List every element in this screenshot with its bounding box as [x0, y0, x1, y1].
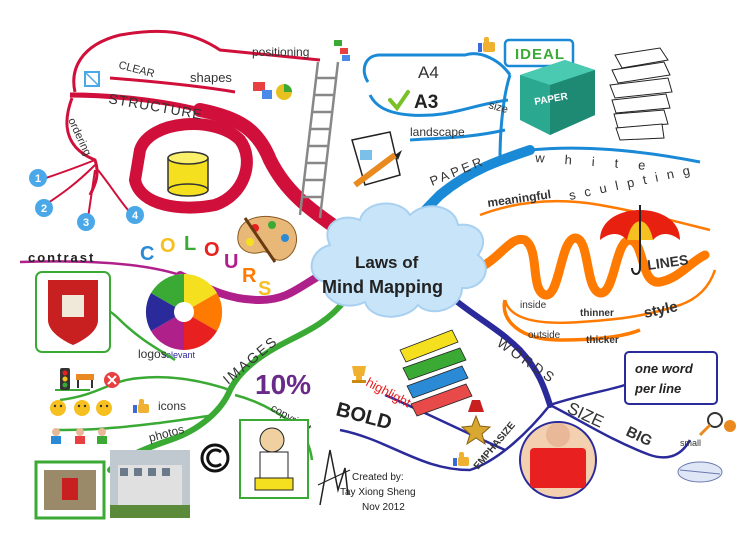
barrier-icon — [76, 374, 94, 388]
org-chart-icon — [334, 40, 350, 61]
ideal-badge: IDEAL — [503, 38, 575, 68]
lines-label: LINES — [646, 251, 689, 273]
ten-percent-label: 10% — [255, 369, 311, 400]
style-label: style — [642, 298, 679, 322]
traffic-light-icon — [60, 368, 70, 390]
check-icon — [388, 90, 410, 112]
clear-label: CLEAR — [117, 59, 156, 80]
structure-branch: STRUCTURE CLEAR shapes positioning order… — [39, 29, 367, 252]
people-icon — [51, 428, 107, 444]
one-word-line1: one word — [635, 361, 694, 376]
one-word-box: one word per line — [624, 351, 718, 405]
highlighters-icon — [399, 329, 473, 417]
cylinder-icon — [167, 151, 209, 197]
colours-letter-o1: O — [160, 235, 176, 257]
paper-stack-icon — [609, 47, 673, 141]
school-photo — [110, 450, 190, 518]
shapes-label: shapes — [190, 70, 232, 85]
cartoon-teacher — [239, 419, 309, 499]
number-2: 2 — [41, 203, 47, 215]
structure-label: STRUCTURE — [107, 90, 204, 122]
colours-letters: C O L O U R S — [140, 233, 271, 300]
colours-letter-r: R — [242, 265, 257, 287]
ladder-icon — [298, 61, 340, 219]
signature-icon — [317, 449, 351, 506]
ideal-label: IDEAL — [515, 46, 565, 63]
umbrella-icon — [600, 205, 680, 275]
number-bubbles: 1 2 3 4 — [29, 169, 144, 231]
paper-ream-icon: PAPER — [520, 60, 595, 135]
central-topic-line2: Mind Mapping — [322, 277, 443, 297]
crest-icon — [35, 271, 111, 353]
outside-label: outside — [528, 330, 561, 341]
highlight-label: highlight — [364, 374, 414, 410]
close-icon — [104, 372, 120, 388]
thumbs-up-icon-2 — [453, 452, 469, 466]
colours-letter-o2: O — [204, 239, 220, 261]
credit-line3: Nov 2012 — [362, 502, 405, 513]
credit-line2: Tay Xiong Sheng — [340, 487, 416, 498]
colours-letter-u: U — [224, 251, 238, 273]
smiley-icon — [50, 400, 112, 416]
icons-label: icons — [158, 399, 186, 413]
thinner-label: thinner — [580, 308, 614, 319]
medal-icon — [460, 400, 492, 446]
positioning-label: positioning — [252, 45, 309, 59]
magnifier-icon — [698, 412, 736, 437]
lines-branch: meaningful sculpting LINES inside thinne… — [470, 161, 717, 346]
bold-label: BOLD — [334, 399, 394, 435]
bug-icon — [677, 461, 723, 483]
thumbs-up-icon — [478, 37, 495, 52]
number-1: 1 — [35, 173, 41, 185]
words-label: WORDS — [494, 334, 559, 386]
credit-block: Created by: Tay Xiong Sheng Nov 2012 — [340, 472, 416, 513]
central-topic-line1: Laws of — [355, 253, 419, 272]
relevant-label: relevant — [163, 350, 196, 360]
one-word-line2: per line — [634, 381, 681, 396]
thicker-label: thicker — [586, 335, 619, 346]
palette-icon — [237, 215, 297, 263]
colours-letter-c: C — [140, 243, 154, 265]
colours-letter-s: S — [258, 278, 271, 300]
central-cloud: Laws of Mind Mapping — [310, 202, 487, 318]
building-photo — [34, 460, 106, 520]
size-label: size — [487, 99, 509, 116]
number-4: 4 — [132, 210, 139, 222]
copyright-icon — [200, 443, 230, 473]
colour-wheel-icon: relevant — [145, 273, 223, 360]
pencil-icon — [351, 131, 402, 188]
small-label: small — [680, 438, 701, 448]
shapes-icon — [253, 82, 292, 100]
cube-outline-icon — [84, 71, 100, 87]
number-3: 3 — [83, 217, 89, 229]
credit-line1: Created by: — [352, 472, 404, 483]
colours-letter-l: L — [184, 233, 196, 255]
trophy-icon — [352, 366, 366, 383]
meaningful-label: meaningful — [486, 187, 551, 210]
big-gulp-photo — [519, 421, 597, 499]
contrast-label: contrast — [28, 250, 95, 265]
thumbs-up-icon-3 — [133, 399, 149, 413]
a4-label: A4 — [418, 63, 439, 82]
a3-label: A3 — [414, 92, 438, 113]
inside-label: inside — [520, 300, 547, 311]
logos-label: logos — [138, 347, 167, 361]
landscape-label: landscape — [410, 125, 465, 139]
